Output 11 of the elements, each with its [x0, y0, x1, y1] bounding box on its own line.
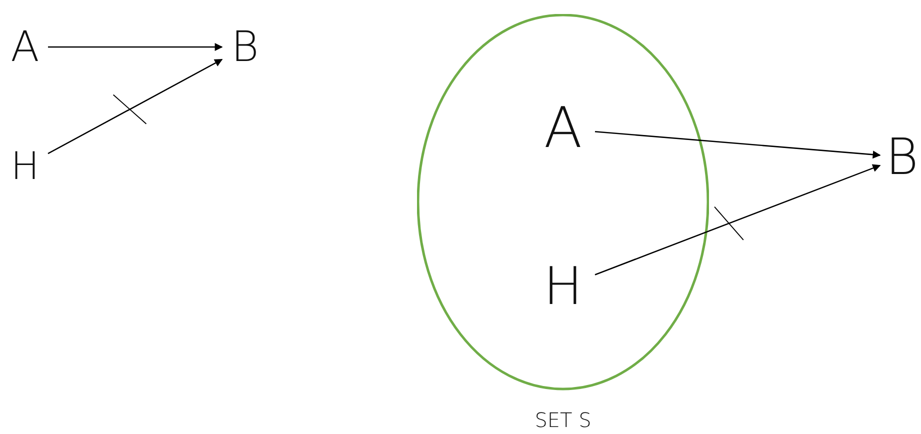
arrow — [594, 131, 881, 159]
variable-label: H — [535, 254, 591, 320]
arrow — [48, 43, 223, 51]
struck-arrow — [594, 164, 881, 276]
variable-label: A — [6, 22, 44, 72]
variable-label: H — [6, 142, 44, 190]
set-label: SET S — [534, 408, 592, 432]
variable-label: B — [884, 128, 920, 186]
variable-label: B — [226, 22, 264, 72]
struck-arrow — [48, 58, 223, 154]
variable-label: A — [535, 96, 591, 162]
